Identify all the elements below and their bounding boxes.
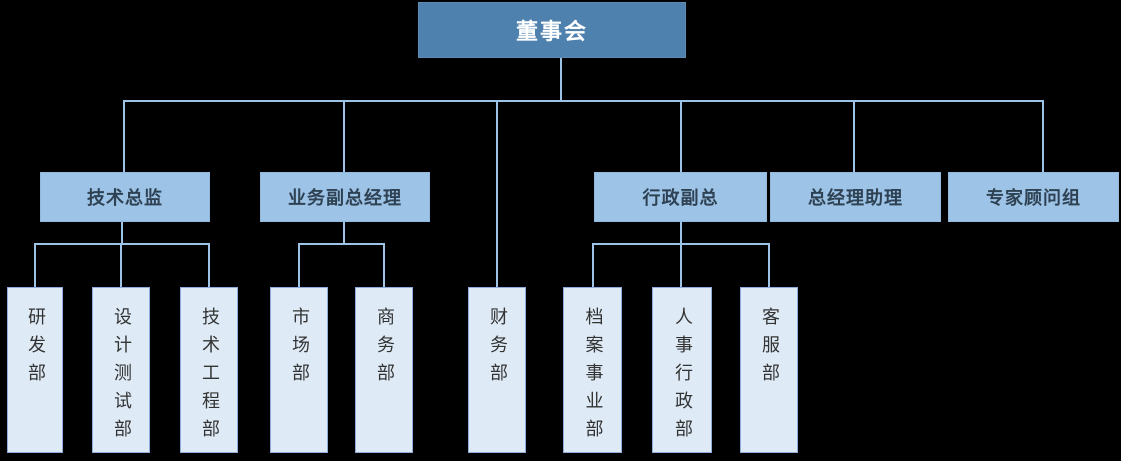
connector-line <box>298 243 300 288</box>
connector-line <box>123 100 1044 102</box>
node-archives-dept-label: 档案事业部 <box>582 307 604 447</box>
node-hr-admin-dept[interactable]: 人事行政部 <box>652 287 712 453</box>
connector-line <box>123 100 125 172</box>
node-board[interactable]: 董事会 <box>418 2 686 58</box>
node-expert-advisors-label: 专家顾问组 <box>986 188 1081 209</box>
node-admin-vp[interactable]: 行政副总 <box>594 172 767 222</box>
node-finance-dept-label: 财务部 <box>487 307 508 391</box>
node-marketing-dept-label: 市场部 <box>289 307 310 391</box>
node-marketing-dept[interactable]: 市场部 <box>270 287 328 453</box>
node-customer-service-dept-label: 客服部 <box>759 307 780 391</box>
node-tech-director-label: 技术总监 <box>87 188 163 209</box>
connector-line <box>34 243 210 245</box>
connector-line <box>208 243 210 288</box>
node-customer-service-dept[interactable]: 客服部 <box>740 287 798 453</box>
connector-line <box>343 100 345 172</box>
connector-line <box>680 243 682 288</box>
node-hr-admin-dept-label: 人事行政部 <box>672 307 693 447</box>
node-finance-dept[interactable]: 财务部 <box>468 287 526 453</box>
node-business-vp-label: 业务副总经理 <box>288 188 402 209</box>
connector-line <box>298 243 385 245</box>
connector-line <box>560 58 562 101</box>
connector-line <box>120 243 122 288</box>
node-rd-dept[interactable]: 研发部 <box>7 287 63 453</box>
node-rd-dept-label: 研发部 <box>25 307 46 391</box>
node-gm-assistant[interactable]: 总经理助理 <box>770 172 941 222</box>
connector-line <box>768 243 770 288</box>
connector-line <box>383 243 385 288</box>
node-archives-dept[interactable]: 档案事业部 <box>563 287 622 453</box>
node-expert-advisors[interactable]: 专家顾问组 <box>948 172 1119 222</box>
node-gm-assistant-label: 总经理助理 <box>808 188 903 209</box>
node-business-dept-label: 商务部 <box>374 307 395 391</box>
node-admin-vp-label: 行政副总 <box>642 188 719 209</box>
connector-line <box>496 100 498 288</box>
node-design-test-dept[interactable]: 设计测试部 <box>92 287 150 453</box>
node-business-vp[interactable]: 业务副总经理 <box>260 172 430 222</box>
connector-line <box>592 243 594 288</box>
connector-line <box>34 243 36 288</box>
node-tech-engineering-dept[interactable]: 技术工程部 <box>180 287 238 453</box>
node-tech-engineering-dept-label: 技术工程部 <box>199 307 220 447</box>
connector-line <box>680 100 682 172</box>
connector-line <box>680 222 682 244</box>
connector-line <box>343 222 345 244</box>
node-business-dept[interactable]: 商务部 <box>355 287 413 453</box>
node-board-label: 董事会 <box>515 20 588 45</box>
node-design-test-dept-label: 设计测试部 <box>111 307 132 447</box>
connector-line <box>853 100 855 172</box>
connector-line <box>1042 100 1044 172</box>
connector-line <box>121 222 123 244</box>
node-tech-director[interactable]: 技术总监 <box>40 172 210 222</box>
